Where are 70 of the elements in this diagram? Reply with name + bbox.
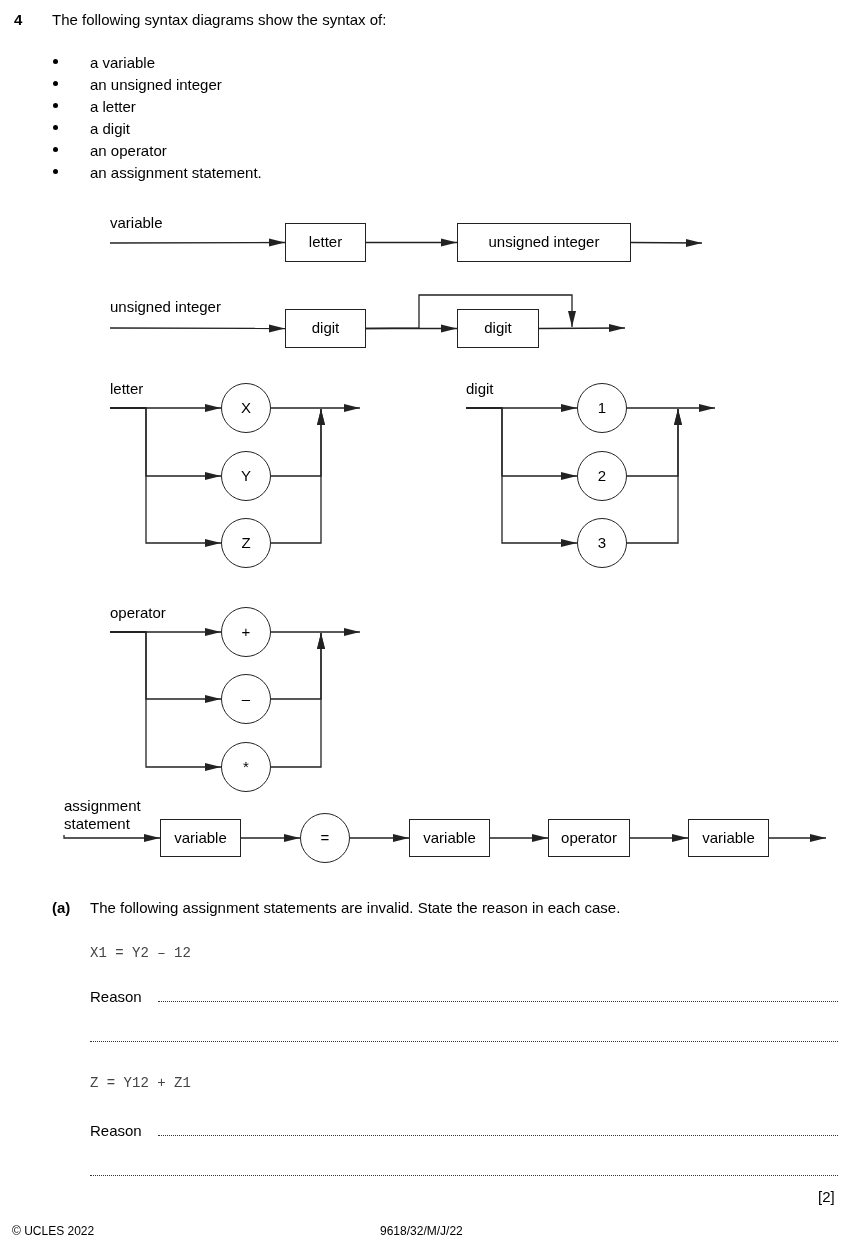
node-label: unsigned integer bbox=[488, 232, 600, 253]
arrow bbox=[109, 238, 286, 247]
arrow bbox=[270, 404, 361, 412]
answer-prompt: Reason bbox=[90, 987, 142, 1007]
arrow bbox=[270, 632, 325, 768]
node-label: operator bbox=[561, 827, 617, 848]
rule-name: unsigned integer bbox=[110, 297, 221, 317]
node-label: – bbox=[241, 688, 251, 709]
arrow bbox=[630, 238, 703, 247]
arrow bbox=[465, 407, 578, 547]
node-label: 2 bbox=[597, 465, 607, 486]
arrow bbox=[629, 834, 689, 842]
rule-name: variable bbox=[110, 213, 163, 233]
node-label: digit bbox=[311, 318, 340, 339]
arrow bbox=[626, 408, 682, 544]
list-item: a digit bbox=[90, 119, 131, 139]
node-label: X bbox=[241, 397, 251, 418]
nonterminal-box bbox=[160, 819, 241, 857]
arrow bbox=[489, 834, 549, 842]
answer-prompt: Reason bbox=[90, 1121, 142, 1141]
node-label: variable bbox=[702, 827, 755, 848]
arrow bbox=[63, 834, 161, 842]
list-item: an assignment statement. bbox=[90, 163, 262, 183]
arrow bbox=[109, 631, 222, 771]
arrow bbox=[240, 834, 301, 842]
rule-name: operator bbox=[110, 603, 166, 623]
arrow bbox=[270, 408, 325, 544]
code-statement: Z = Y12 + Z1 bbox=[90, 1074, 191, 1093]
list-item: an unsigned integer bbox=[90, 75, 222, 95]
arrow bbox=[270, 628, 361, 636]
question-text: The following syntax diagrams show the syntax of: bbox=[52, 10, 387, 30]
nonterminal-box bbox=[285, 223, 366, 262]
question-text: The following assignment statements are invalid. State the reason in each case. bbox=[90, 898, 621, 918]
list-item: a variable bbox=[90, 53, 156, 73]
arrow bbox=[768, 834, 827, 842]
list-item: a letter bbox=[90, 97, 136, 117]
node-label: + bbox=[241, 621, 251, 642]
node-label: variable bbox=[423, 827, 476, 848]
paper-code: 9618/32/M/J/22 bbox=[380, 1223, 463, 1240]
node-label: variable bbox=[174, 827, 227, 848]
rule-name: assignment statement bbox=[64, 797, 142, 833]
nonterminal-box bbox=[457, 309, 539, 348]
nonterminal-box bbox=[457, 223, 631, 262]
question-number: 4 bbox=[14, 10, 23, 30]
arrow bbox=[365, 294, 576, 330]
arrow bbox=[538, 324, 626, 333]
nonterminal-box bbox=[409, 819, 490, 857]
rule-name: digit bbox=[466, 379, 494, 399]
arrow bbox=[349, 834, 410, 842]
nonterminal-box bbox=[548, 819, 630, 857]
nonterminal-box bbox=[285, 309, 366, 348]
node-label: digit bbox=[484, 318, 512, 339]
node-label: Y bbox=[241, 465, 251, 486]
arrow bbox=[365, 238, 458, 247]
part-label: (a) bbox=[52, 898, 71, 918]
arrow bbox=[109, 324, 286, 333]
node-label: * bbox=[243, 756, 249, 777]
node-label: 3 bbox=[597, 532, 607, 553]
copyright-note: © UCLES 2022 bbox=[12, 1223, 95, 1240]
node-label: Z bbox=[241, 532, 251, 553]
mark-allocation: [2] bbox=[818, 1187, 835, 1207]
node-label: = bbox=[320, 827, 330, 848]
arrow bbox=[109, 407, 222, 547]
node-label: 1 bbox=[597, 397, 607, 418]
rule-name: letter bbox=[110, 379, 144, 399]
arrow bbox=[626, 404, 716, 412]
nonterminal-box bbox=[688, 819, 769, 857]
list-item: an operator bbox=[90, 141, 167, 161]
node-label: letter bbox=[308, 232, 343, 253]
code-statement: X1 = Y2 – 12 bbox=[90, 944, 191, 963]
